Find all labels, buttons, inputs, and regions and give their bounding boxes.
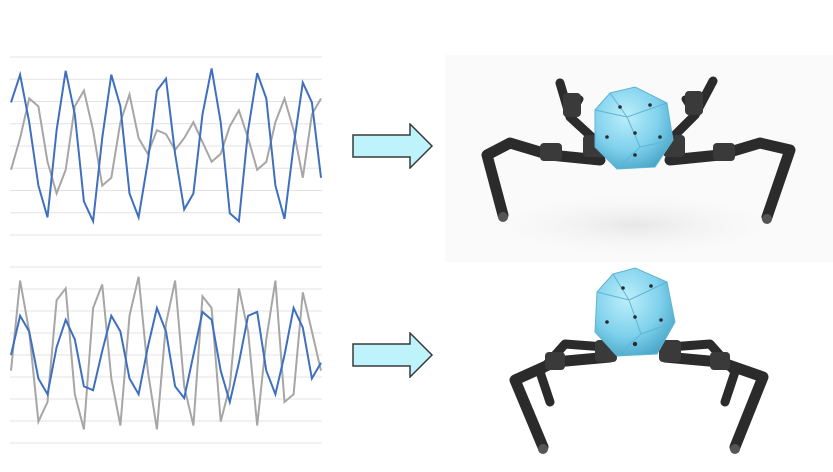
series-secondary-line bbox=[10, 276, 322, 430]
hexapod-robot-icon bbox=[445, 55, 833, 270]
grid-lines bbox=[10, 266, 322, 444]
right-arrow-icon bbox=[352, 332, 434, 378]
gait-plot-bottom bbox=[10, 266, 322, 444]
floor-shadow bbox=[455, 185, 815, 265]
robot-joints bbox=[540, 91, 735, 161]
hexapod-robot-icon bbox=[445, 262, 833, 472]
right-arrow-icon bbox=[352, 123, 434, 169]
series-secondary-line bbox=[10, 87, 322, 197]
robot-body bbox=[594, 86, 674, 170]
robot-body bbox=[594, 267, 676, 357]
robot-joints bbox=[545, 340, 730, 370]
series-primary-line bbox=[10, 304, 322, 406]
gait-plot-top bbox=[10, 56, 322, 236]
series-primary-line bbox=[10, 68, 322, 225]
